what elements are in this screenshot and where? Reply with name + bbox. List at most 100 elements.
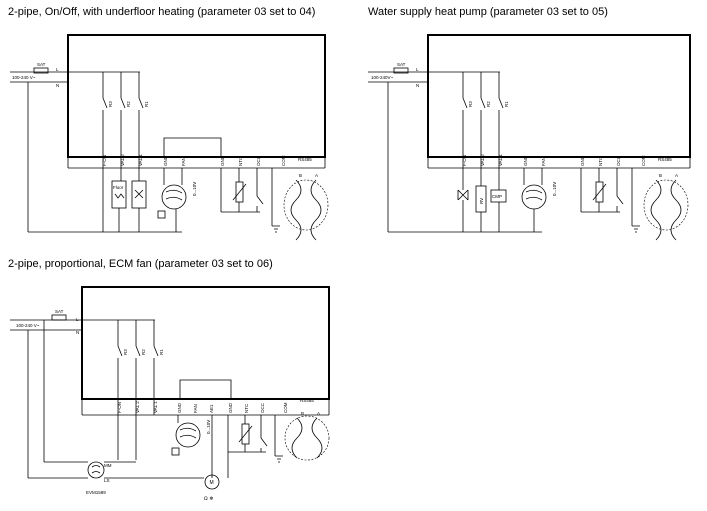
volt-label: 0...10V: [206, 420, 211, 434]
fuse-icon: [393, 67, 409, 74]
relay-r2-label: R2: [141, 349, 146, 355]
terminal-fan: FAN: [193, 404, 198, 413]
terminal-gnd: GND: [163, 155, 168, 166]
terminal-val2: VAL 2: [135, 401, 140, 413]
diagram-heat-pump: SAT 100-240V~ L N R3 R2 R1 F-ON VAL 2 VA…: [368, 34, 691, 241]
relay-r2-label: R2: [486, 101, 491, 107]
ground-icon: [275, 455, 283, 463]
relay-r2-label: R2: [126, 101, 131, 107]
line-label: L: [56, 67, 59, 72]
fan-ground-icon: [171, 447, 180, 456]
fuse-icon: [51, 314, 67, 321]
ground-icon: [632, 225, 640, 233]
terminal-com: COM: [283, 402, 288, 413]
terminal-val1: VAL 1: [138, 154, 143, 166]
terminal-occ: OCC: [256, 155, 261, 166]
terminal-val2: VAL 2: [120, 154, 125, 166]
terminal-gnd-2: GND: [228, 402, 233, 413]
motor-symbols-icon: Ω ❄: [204, 496, 213, 502]
sat-label: SAT: [55, 309, 64, 314]
relay-r1-label: R1: [144, 101, 149, 107]
fan-ground-icon: [157, 210, 166, 219]
fan-icon: [161, 184, 187, 210]
relay-r3-label: R3: [108, 101, 113, 107]
valve-icon: [457, 189, 469, 201]
neutral-label: N: [416, 83, 419, 88]
heading-underfloor: 2-pipe, On/Off, with underfloor heating …: [8, 6, 316, 18]
controller-box: [427, 34, 691, 158]
relay-r3-label: R3: [123, 349, 128, 355]
terminal-ae1: AE1: [209, 404, 214, 413]
rs485-label: RS485: [658, 157, 672, 162]
relay-r1-label: R1: [504, 101, 509, 107]
terminal-f-on: F-ON: [462, 155, 467, 166]
neutral-label: N: [56, 83, 59, 88]
floor-label: Floor: [113, 185, 124, 190]
terminal-com: COM: [641, 155, 646, 166]
terminal-gnd-2: GND: [580, 155, 585, 166]
relay-r3-label: R3: [468, 101, 473, 107]
ntc-sensor-icon: [241, 423, 250, 445]
diagram-ecm-fan: SAT 100-240 V~ L N R3 R2 R1 F-ON VAL 2 V…: [10, 286, 330, 502]
rs485-cable-icon: [283, 179, 329, 231]
terminal-f-on: F-ON: [117, 402, 122, 413]
supply-label: 100-240 V~: [12, 75, 36, 80]
rs485-cable-icon: [284, 415, 330, 461]
terminal-val2: VAL 2: [480, 154, 485, 166]
rs485-b: B: [659, 173, 662, 178]
supply-label: 100-240V~: [371, 75, 394, 80]
terminal-com: COM: [281, 155, 286, 166]
cmp-label: CMP: [492, 194, 502, 199]
diagram-underfloor: SAT 100-240 V~ L N R3 R2 R1 F-ON VAL 2 V…: [10, 34, 329, 241]
supply-label: 100-240 V~: [16, 323, 40, 328]
rs485-b: B: [301, 411, 304, 416]
volt-label: 0...10V: [192, 182, 197, 196]
compressor-icon: [490, 189, 507, 203]
terminal-gnd-2: GND: [220, 155, 225, 166]
rs485-a: A: [315, 173, 318, 178]
terminal-gnd: GND: [177, 402, 182, 413]
line-label: L: [76, 317, 79, 322]
rs485-b: B: [299, 173, 302, 178]
terminal-ntc: NTC: [244, 403, 249, 413]
terminal-ntc: NTC: [598, 156, 603, 166]
occupancy-switch-icon: [256, 195, 264, 205]
terminal-ntc: NTC: [238, 156, 243, 166]
terminal-gnd: GND: [523, 155, 528, 166]
fan-icon: [175, 422, 201, 448]
controller-box: [67, 34, 326, 158]
controller-box: [81, 286, 330, 400]
ntc-sensor-icon: [235, 181, 244, 203]
terminal-occ: OCC: [616, 155, 621, 166]
terminal-fan: FAN: [541, 157, 546, 166]
ecm-part-label: EVM1589: [86, 490, 106, 495]
terminal-f-on: F-ON: [102, 155, 107, 166]
rs485-label: RS485: [300, 398, 314, 403]
terminal-fan: FAN: [181, 157, 186, 166]
rv-label: RV: [479, 198, 484, 204]
terminal-val1: VAL 1: [153, 401, 158, 413]
heading-heat-pump: Water supply heat pump (parameter 03 set…: [368, 6, 608, 18]
rs485-label: RS485: [298, 157, 312, 162]
sat-label: SAT: [37, 62, 46, 67]
volt-label: 0...10V: [552, 182, 557, 196]
occupancy-switch-icon: [260, 437, 268, 447]
rs485-a: A: [317, 411, 320, 416]
ground-icon: [272, 225, 280, 233]
terminal-occ: OCC: [260, 402, 265, 413]
ecm-controller-icon: [87, 461, 105, 479]
heading-ecm-fan: 2-pipe, proportional, ECM fan (parameter…: [8, 258, 273, 270]
sat-label: SAT: [397, 62, 406, 67]
occupancy-switch-icon: [616, 195, 624, 205]
relay-r1-label: R1: [159, 349, 164, 355]
fuse-icon: [33, 67, 49, 74]
rs485-a: A: [675, 173, 678, 178]
motor-label: M: [210, 480, 214, 486]
line-label: L: [416, 67, 419, 72]
ecm-motor-icon: [204, 474, 220, 490]
ntc-sensor-icon: [595, 181, 604, 203]
neutral-label: N: [76, 330, 79, 335]
mm-label: MM: [104, 463, 112, 468]
ls-label: LS: [104, 478, 110, 483]
